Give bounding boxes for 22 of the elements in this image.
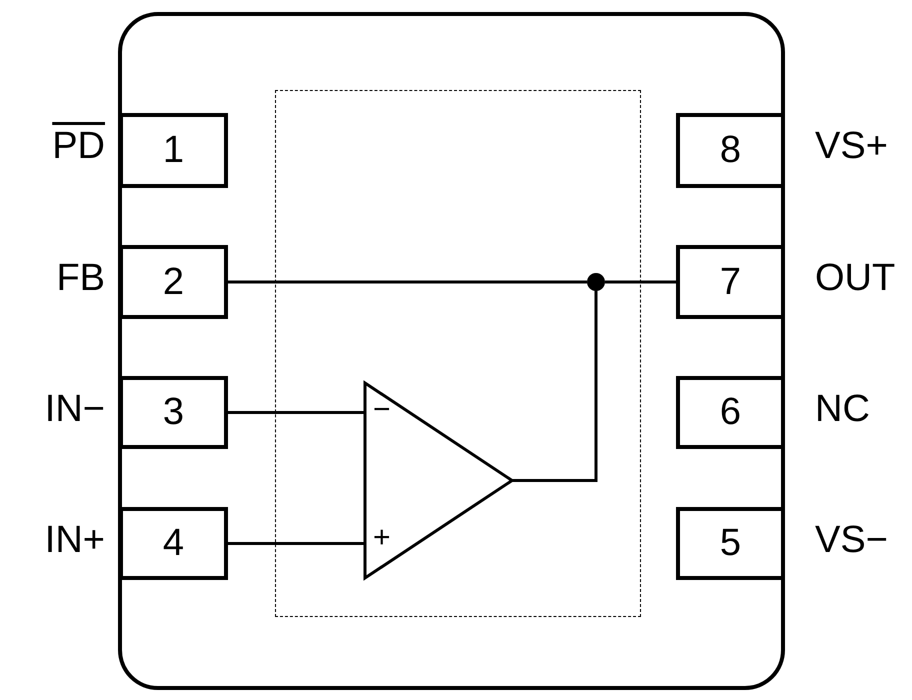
wire <box>228 280 587 284</box>
package-outline <box>118 12 785 690</box>
wire <box>605 280 676 284</box>
input-sign: + <box>373 521 391 555</box>
pin-name: IN− <box>44 388 105 431</box>
pin-name: PD <box>52 125 105 168</box>
wire <box>228 411 365 414</box>
pin-box: 2 <box>119 245 228 319</box>
pin-name: OUT <box>815 257 896 300</box>
pin-name: IN+ <box>44 519 105 562</box>
wire <box>512 291 598 482</box>
pin-box: 4 <box>119 507 228 580</box>
pin-box: 3 <box>119 376 228 449</box>
input-sign: − <box>373 393 391 427</box>
pin-name: VS+ <box>815 125 888 168</box>
die-boundary <box>275 90 641 617</box>
pin-name: NC <box>815 388 870 431</box>
pin-box: 1 <box>119 113 228 188</box>
wire <box>228 542 365 545</box>
pin-name: FB <box>56 257 105 300</box>
junction-dot <box>587 273 605 291</box>
pin-name: VS− <box>815 519 888 562</box>
